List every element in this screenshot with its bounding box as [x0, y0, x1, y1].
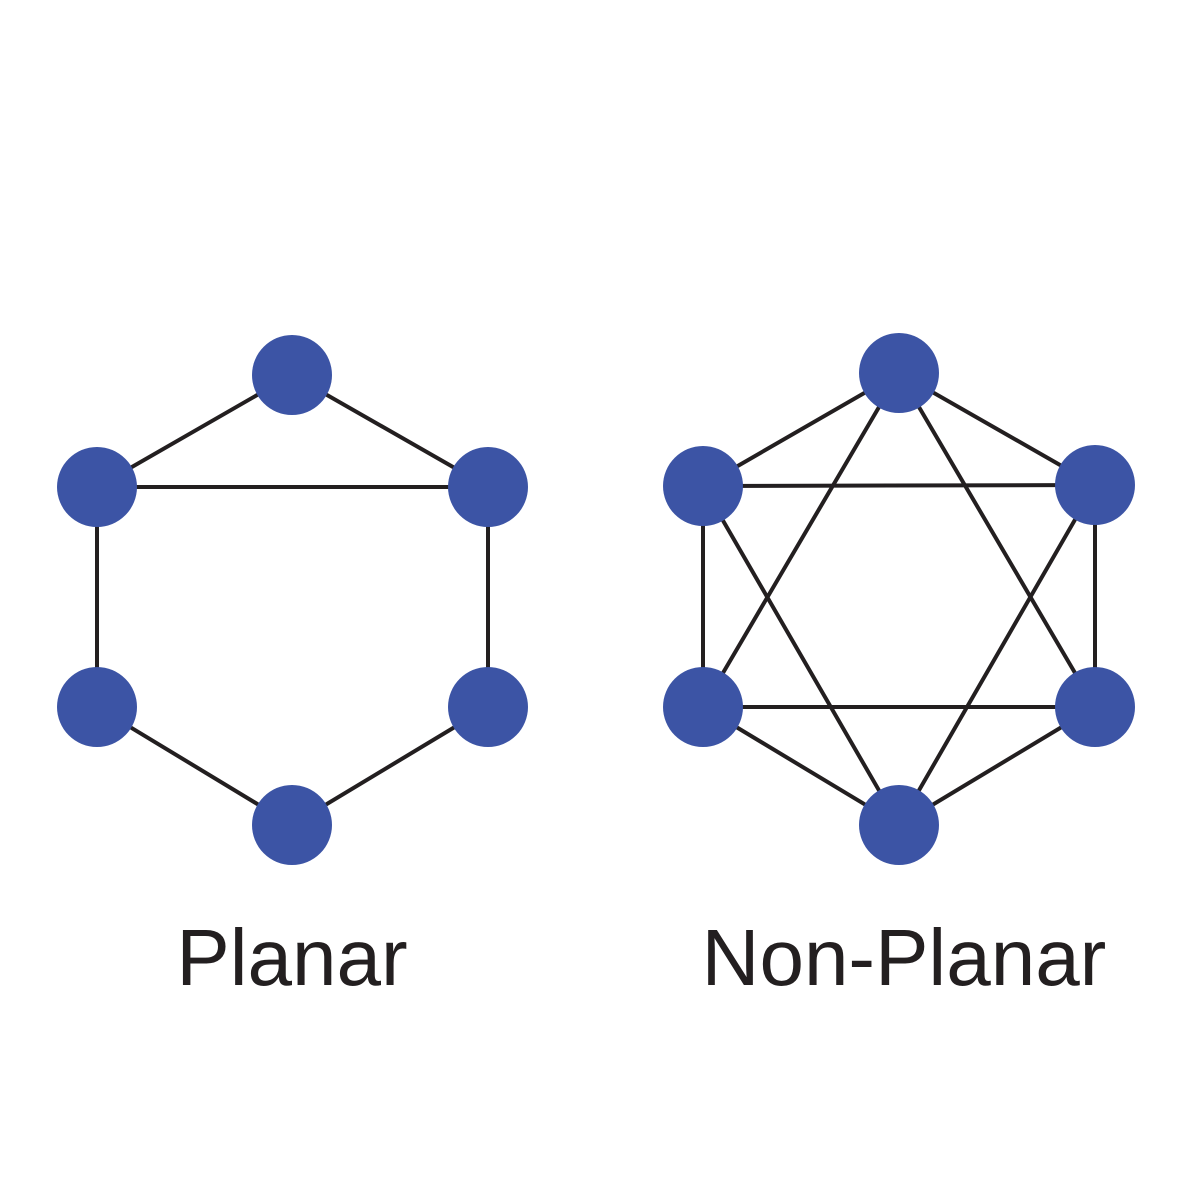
planar-graph-nodes [57, 335, 528, 865]
non-planar-node-upper-right [1055, 445, 1135, 525]
non-planar-edge-top-to-lower-right [897, 371, 1097, 709]
planar-node-lower-left [57, 667, 137, 747]
non-planar-node-lower-left [663, 667, 743, 747]
planar-graph [57, 335, 528, 865]
non-planar-edge-upper-left-to-upper-right [701, 483, 1097, 488]
non-planar-graph-nodes [663, 333, 1135, 865]
non-planar-graph [663, 333, 1135, 865]
planar-node-top [252, 335, 332, 415]
planar-node-bottom [252, 785, 332, 865]
non-planar-node-upper-left [663, 446, 743, 526]
planar-node-lower-right [448, 667, 528, 747]
non-planar-node-lower-right [1055, 667, 1135, 747]
planar-node-upper-left [57, 447, 137, 527]
non-planar-edge-top-to-lower-left [701, 371, 901, 709]
non-planar-caption: Non-Planar [702, 913, 1107, 1002]
planar-node-upper-right [448, 447, 528, 527]
planar-caption: Planar [176, 913, 407, 1002]
non-planar-node-bottom [859, 785, 939, 865]
non-planar-edge-bottom-to-upper-left [701, 484, 901, 827]
non-planar-node-top [859, 333, 939, 413]
non-planar-edge-bottom-to-upper-right [897, 483, 1097, 827]
